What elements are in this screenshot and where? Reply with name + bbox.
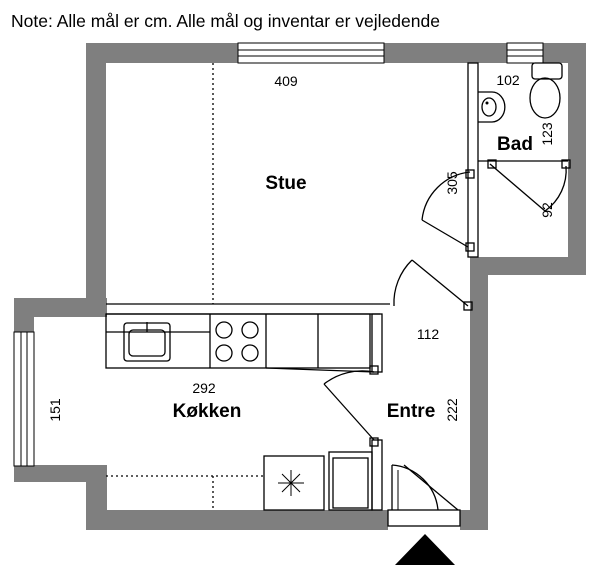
appliance-icon xyxy=(263,455,325,511)
bad-height-label: 123 xyxy=(539,122,555,146)
wall-bottom-right xyxy=(460,510,488,530)
entrance-arrow-icon xyxy=(395,534,455,565)
front-door[interactable] xyxy=(387,464,461,527)
note-text: Note: Alle mål er cm. Alle mål og invent… xyxy=(11,11,440,31)
walls xyxy=(14,43,586,530)
wall-bad-right xyxy=(568,43,586,275)
wardrobe-icon xyxy=(328,451,373,511)
wall-bad-bottom xyxy=(470,257,586,275)
interior-walls xyxy=(106,62,568,511)
room-label-bad: Bad xyxy=(497,134,533,155)
room-label-stue: Stue xyxy=(265,173,306,194)
door-stue[interactable] xyxy=(421,169,475,252)
wall-kitchen-top xyxy=(14,298,107,317)
kitchen-counter xyxy=(105,313,371,369)
bad-width-label: 102 xyxy=(496,72,520,88)
window-stue xyxy=(237,42,385,64)
kokken-height-label: 151 xyxy=(47,398,63,422)
door-bad[interactable] xyxy=(487,159,571,212)
window-bad xyxy=(506,42,544,64)
stove-icon xyxy=(215,321,259,362)
windows xyxy=(13,42,544,467)
entre-height-label: 222 xyxy=(444,398,460,422)
door-entre-upper[interactable] xyxy=(393,259,473,311)
wall-stue-bad xyxy=(467,62,479,258)
wall-kitchen-step xyxy=(14,465,107,482)
wall-entre-right xyxy=(470,257,488,530)
bad-sink-icon xyxy=(478,91,506,123)
entre-width-label: 112 xyxy=(417,326,440,342)
wall-bottom-left xyxy=(86,510,388,530)
room-label-entre: Entre xyxy=(387,401,436,422)
door-kitchen-entre[interactable] xyxy=(265,365,379,447)
stue-width-label: 409 xyxy=(274,73,298,89)
wall-kitchen-entre-upper xyxy=(371,313,383,373)
kokken-width-label: 292 xyxy=(192,380,216,396)
window-kitchen xyxy=(13,331,35,467)
wall-kitchen-entre-lower xyxy=(371,439,383,511)
stue-height-label: 305 xyxy=(444,171,460,195)
toilet-icon xyxy=(529,62,563,119)
kitchen-sink-icon xyxy=(123,322,171,362)
wall-stue-left xyxy=(86,43,106,315)
room-label-kokken: Køkken xyxy=(173,401,242,422)
